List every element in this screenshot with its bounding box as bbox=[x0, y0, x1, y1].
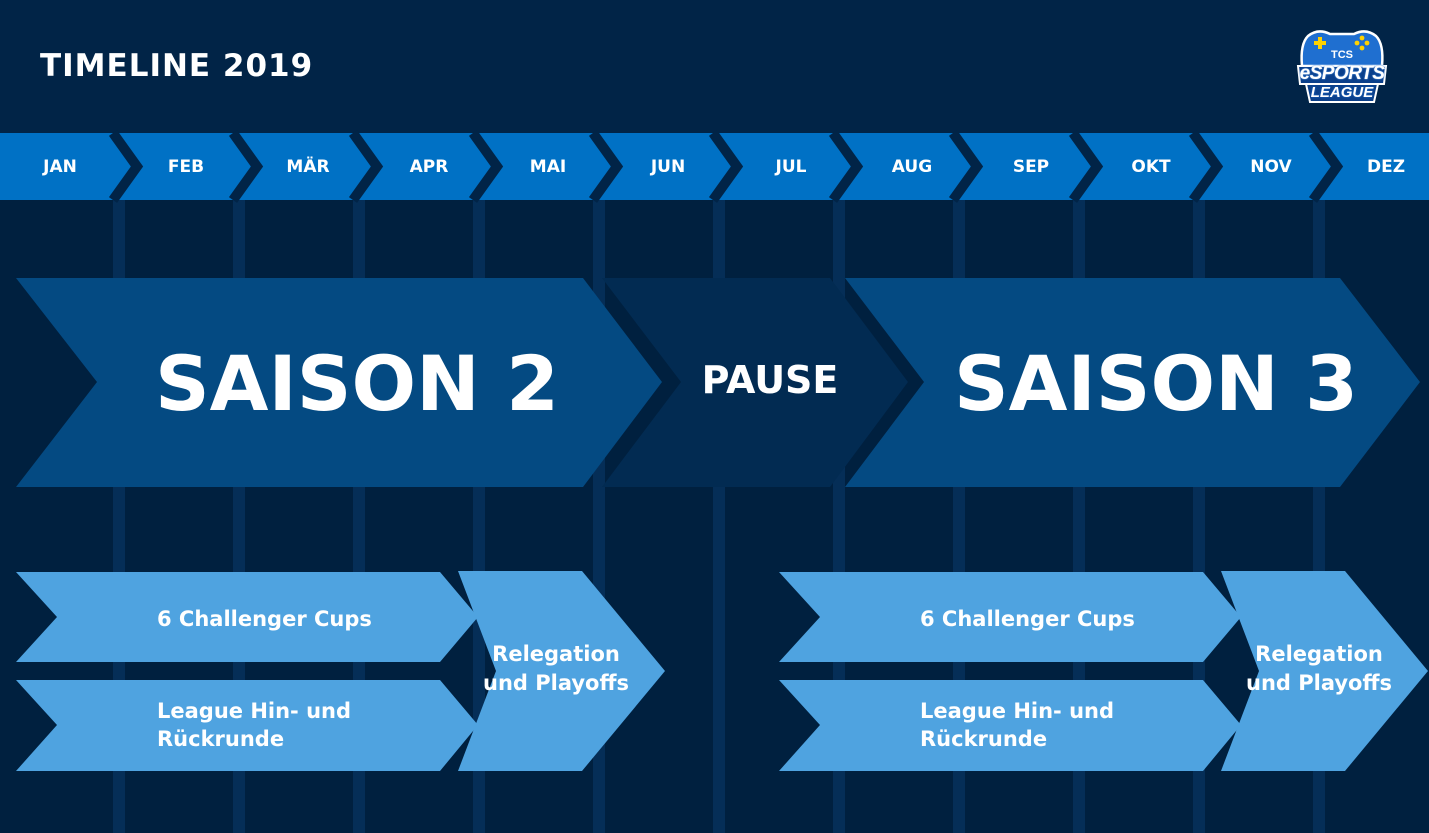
month-label-6: JUL bbox=[775, 157, 807, 177]
season2-cups-label: 6 Challenger Cups bbox=[157, 607, 372, 631]
month-chevron-divider bbox=[588, 130, 624, 203]
season2-relegation-label: Relegation und Playoffs bbox=[483, 642, 629, 695]
month-chevron-divider bbox=[348, 130, 384, 203]
season2-relegation-label-line: und Playoffs bbox=[483, 671, 629, 695]
header bbox=[0, 0, 1429, 133]
season3-cups-label: 6 Challenger Cups bbox=[920, 607, 1135, 631]
season2-league-label-line: League Hin- und bbox=[157, 699, 351, 723]
season-2-label: SAISON 2 bbox=[155, 339, 559, 428]
month-label-2: MÄR bbox=[286, 155, 329, 177]
month-chevron-divider bbox=[228, 130, 264, 203]
season2-relegation-label-line: Relegation bbox=[492, 642, 620, 666]
month-chevron-divider bbox=[468, 130, 504, 203]
season3-league-chevron bbox=[779, 680, 1241, 771]
season-2-chevron bbox=[16, 278, 662, 487]
month-label-11: DEZ bbox=[1367, 157, 1405, 177]
season3-league-label-line: Rückrunde bbox=[920, 727, 1047, 751]
season3-relegation-chevron bbox=[1221, 571, 1428, 771]
pause-label: PAUSE bbox=[702, 358, 839, 402]
month-label-10: NOV bbox=[1250, 157, 1292, 177]
month-chevron-divider bbox=[708, 130, 744, 203]
season2-cups-label-line: 6 Challenger Cups bbox=[157, 607, 372, 631]
season3-relegation-label: Relegation und Playoffs bbox=[1246, 642, 1392, 695]
season-3-chevron bbox=[845, 278, 1420, 487]
logo-tcs-text: TCS bbox=[1331, 49, 1353, 61]
month-label-1: FEB bbox=[168, 157, 204, 177]
month-label-4: MAI bbox=[530, 157, 566, 177]
month-chevron-divider bbox=[1068, 130, 1104, 203]
month-chevron-divider bbox=[108, 130, 144, 203]
month-label-7: AUG bbox=[892, 157, 932, 177]
month-chevron-divider bbox=[1308, 130, 1344, 203]
season3-league-label-line: League Hin- und bbox=[920, 699, 1114, 723]
season-3-label: SAISON 3 bbox=[954, 339, 1358, 428]
season3-relegation-label-line: und Playoffs bbox=[1246, 671, 1392, 695]
season3-cups-chevron bbox=[779, 572, 1241, 662]
esports-league-logo: TCS eSPORTS LEAGUE bbox=[1292, 26, 1392, 106]
month-chevron-divider bbox=[948, 130, 984, 203]
logo-league-text: LEAGUE bbox=[1310, 84, 1374, 101]
pause-chevron bbox=[602, 278, 908, 487]
season2-league-label-line: Rückrunde bbox=[157, 727, 284, 751]
month-label-8: SEP bbox=[1013, 157, 1049, 177]
month-chevron-divider bbox=[828, 130, 864, 203]
season3-cups-label-line: 6 Challenger Cups bbox=[920, 607, 1135, 631]
month-label-9: OKT bbox=[1131, 157, 1171, 177]
page-title: TIMELINE 2019 bbox=[40, 48, 314, 84]
season2-cups-chevron bbox=[16, 572, 478, 662]
season2-relegation-chevron bbox=[458, 571, 665, 771]
logo-esports-text: eSPORTS bbox=[1299, 63, 1385, 84]
season3-relegation-label-line: Relegation bbox=[1255, 642, 1383, 666]
month-label-0: JAN bbox=[42, 157, 77, 177]
month-chevron-divider bbox=[1188, 130, 1224, 203]
month-label-3: APR bbox=[410, 157, 449, 177]
season2-league-chevron bbox=[16, 680, 478, 771]
month-label-5: JUN bbox=[650, 157, 685, 177]
